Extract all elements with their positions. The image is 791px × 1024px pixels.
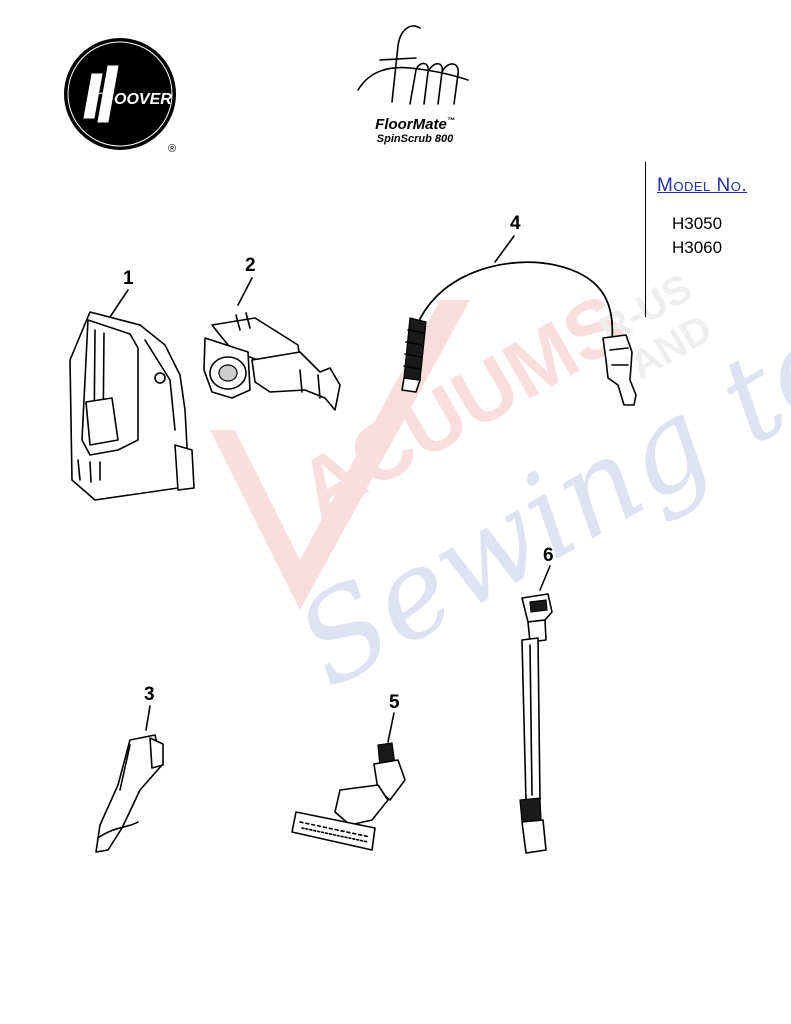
hoover-logo-text: OOVER bbox=[114, 91, 172, 108]
callout-4: 4 bbox=[510, 213, 521, 234]
registered-mark: ® bbox=[168, 143, 176, 155]
callout-6: 6 bbox=[543, 545, 554, 566]
part-4-hose bbox=[401, 261, 637, 406]
part-1-tank-housing bbox=[69, 311, 195, 501]
part-3-crevice-tool bbox=[95, 734, 164, 853]
part-5-upholstery-brush bbox=[291, 742, 406, 851]
callout-2: 2 bbox=[245, 255, 256, 276]
model-number-item: H3050 bbox=[672, 214, 723, 233]
callout-5: 5 bbox=[389, 692, 400, 713]
model-box-divider bbox=[645, 162, 786, 317]
part-6-extension-wand bbox=[519, 593, 553, 854]
leader-lines bbox=[107, 235, 551, 743]
floormate-logo: FloorMate™ SpinScrub 800 bbox=[350, 20, 480, 158]
floormate-name: FloorMate™ bbox=[375, 116, 455, 133]
part-2-bracket bbox=[203, 312, 341, 411]
spinscrub-name: SpinScrub 800 bbox=[376, 133, 454, 145]
model-number-title: Model No. bbox=[657, 175, 748, 196]
callout-1: 1 bbox=[123, 268, 134, 289]
model-number-item: H3060 bbox=[672, 238, 723, 257]
callout-3: 3 bbox=[144, 684, 155, 705]
hoover-logo: OOVER ® bbox=[64, 38, 176, 155]
fm-monogram bbox=[357, 25, 469, 105]
